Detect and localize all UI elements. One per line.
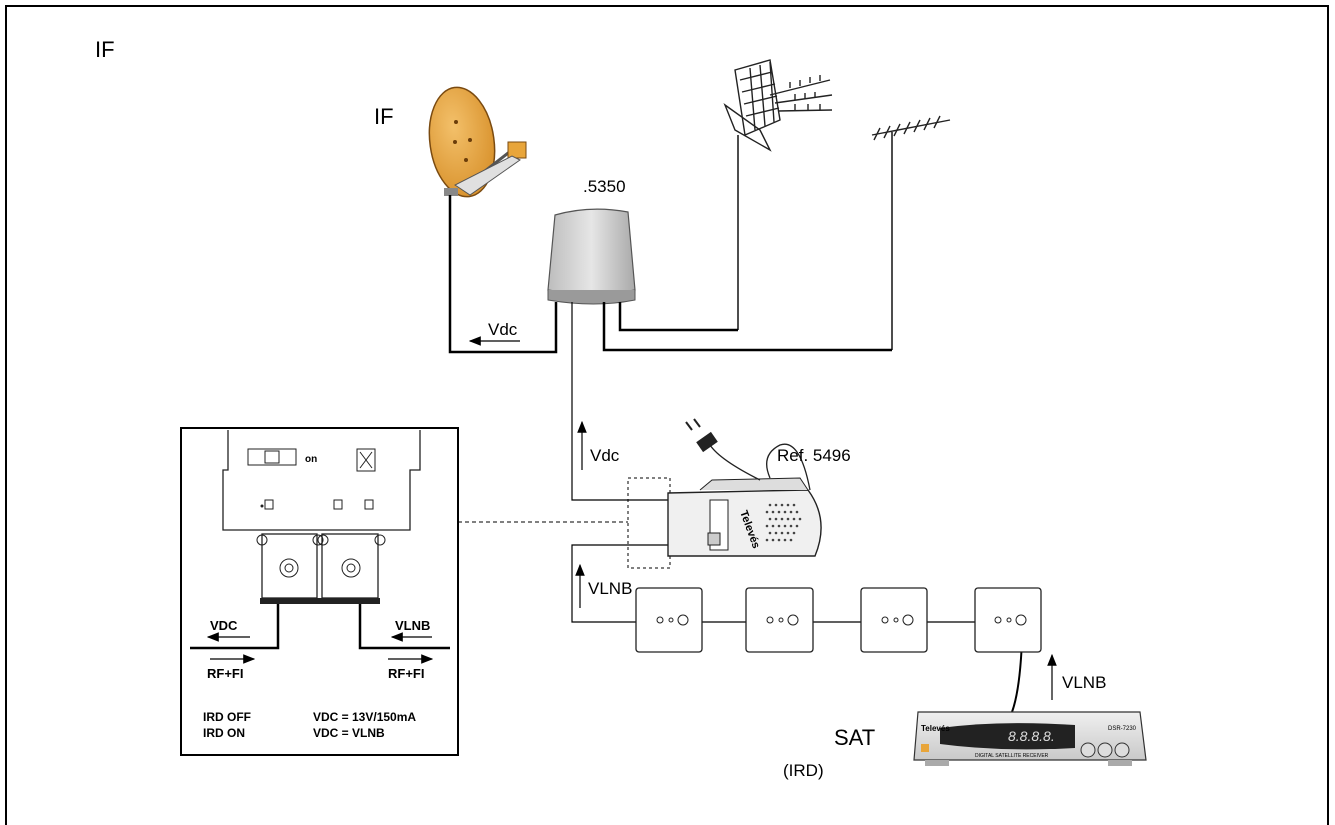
vlnb-label-mid: VLNB bbox=[588, 579, 632, 598]
wall-outlet-3 bbox=[860, 587, 928, 653]
amplifier-ref-label: .5350 bbox=[583, 177, 626, 196]
page-border bbox=[5, 5, 1329, 825]
inset-right-signal-label: RF+FI bbox=[388, 666, 424, 681]
dish-label: IF bbox=[374, 104, 394, 129]
inset-row-1-value: VDC = 13V/150mA bbox=[313, 710, 416, 724]
inset-switch-label: on bbox=[305, 454, 317, 465]
uhf-antenna-icon bbox=[723, 59, 833, 330]
page-label: IF bbox=[95, 37, 115, 62]
inset-right-arrow-label: VLNB bbox=[395, 618, 430, 633]
power-supply-icon: Televés bbox=[667, 418, 822, 557]
receiver-label: SAT bbox=[834, 725, 875, 750]
satellite-dish-icon bbox=[428, 86, 527, 198]
psu-dashed-frame bbox=[627, 477, 671, 569]
inset-left-arrow-label: VDC bbox=[210, 618, 238, 633]
vdc-label-mid: Vdc bbox=[590, 446, 620, 465]
vdc-label-top: Vdc bbox=[488, 320, 518, 339]
wall-outlet-2 bbox=[745, 587, 814, 653]
wall-outlet-1 bbox=[635, 587, 703, 653]
inset-row-2-state: IRD ON bbox=[203, 726, 245, 740]
cables bbox=[448, 195, 1023, 713]
receiver-display-text: 8.8.8.8. bbox=[1008, 728, 1055, 744]
wall-outlet-4 bbox=[974, 587, 1042, 653]
receiver-brand-text: Televés bbox=[921, 724, 950, 733]
receiver-sublabel: (IRD) bbox=[783, 761, 824, 780]
receiver-model-text: DSR-7230 bbox=[1108, 726, 1137, 732]
inset-left-signal-label: RF+FI bbox=[207, 666, 243, 681]
psu-ref-label: Ref. 5496 bbox=[777, 446, 851, 465]
inset-panel: on VDC VLNB RF+FI RF+FI IRD OFF VDC = 13… bbox=[180, 427, 459, 756]
amplifier-icon bbox=[547, 208, 636, 305]
inset-row-1-state: IRD OFF bbox=[203, 710, 251, 724]
vhf-antenna-icon bbox=[871, 115, 951, 350]
receiver-footer-text: DIGITAL SATELLITE RECEIVER bbox=[975, 753, 1049, 759]
satellite-receiver-icon: 8.8.8.8. Televés DSR-7230 DIGITAL SATELL… bbox=[913, 711, 1147, 766]
vlnb-label-ird: VLNB bbox=[1062, 673, 1106, 692]
inset-row-2-value: VDC = VLNB bbox=[313, 726, 385, 740]
